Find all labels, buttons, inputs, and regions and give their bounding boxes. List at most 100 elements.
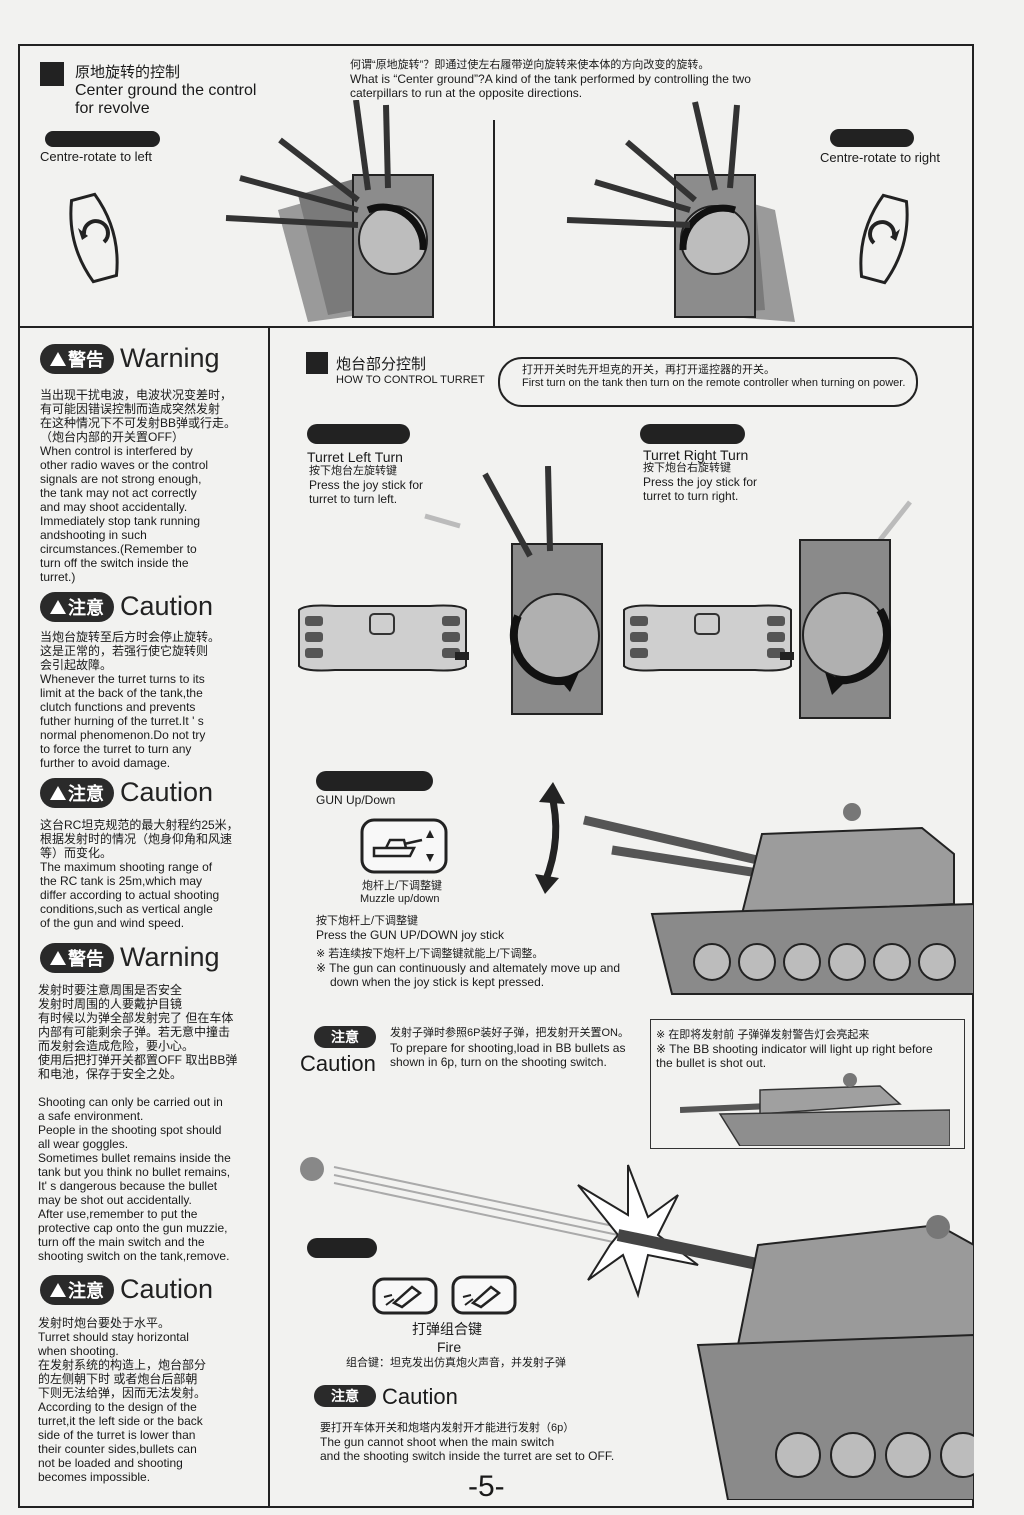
turret-left-title: Turret Left Turn — [307, 449, 403, 465]
center-heading-en-2: for revolve — [75, 100, 150, 117]
warning-2-text-en: Shooting can only be carried out in a sa… — [38, 1095, 231, 1263]
warning-2-text-zh: 发射时要注意周围是否安全 发射时周围的人要戴护目镜 有时候以为弹全部发射完了 但… — [38, 983, 238, 1081]
caution-word: Caution — [120, 777, 214, 807]
warning-word: Warning — [120, 942, 220, 972]
center-desc-zh: 何谓“原地旋转”？即通过使左右履带逆向旋转来使本体的方向改变的旋转。 — [350, 59, 710, 71]
power-note-zh: 打开开关时先开坦克的开关，再打开遥控器的开关。 — [522, 364, 775, 376]
caution-blob: 注意 — [40, 591, 114, 622]
caution-2-text: 这台RC坦克规范的最大射程约25米， 根据发射时的情况（炮身仰角和风速 等）而变… — [40, 818, 239, 930]
rotate-left-icon — [69, 192, 119, 284]
caution-badge-1: 注意 Caution — [40, 591, 213, 622]
label-pill-turret-right — [640, 424, 745, 444]
badge-zh: 注意 — [68, 1280, 104, 1301]
shoot-caution-zh: 注意 — [331, 1029, 359, 1045]
turret-right-title: Turret Right Turn — [643, 447, 749, 463]
caution-triangle-icon — [50, 1282, 66, 1297]
center-heading-en-1: Center ground the control — [75, 82, 257, 99]
divider-center — [493, 120, 495, 326]
tank-turret-left-illustration — [424, 466, 603, 715]
tank-indicator-illustration — [680, 1073, 950, 1146]
warning-triangle-icon — [50, 950, 66, 965]
caution-badge-3: 注意 Caution — [40, 1274, 213, 1305]
centre-rotate-left-label: Centre-rotate to left — [40, 149, 152, 164]
page-frame — [18, 44, 974, 1508]
shoot-zh: 发射子弹时参照6P装好子弹，把发射开关置ON。 — [390, 1027, 629, 1039]
fire-key-en: Fire — [437, 1339, 462, 1355]
center-desc-en-2: caterpillars to run at the opposite dire… — [350, 86, 583, 100]
warning-badge-2: 警告 Warning — [40, 942, 220, 973]
caution-blob: 注意 — [40, 1274, 114, 1305]
page-number: -5- — [468, 1470, 505, 1503]
gun-note-en-2: down when the joy stick is kept pressed. — [330, 975, 545, 989]
fire-button-left-icon — [372, 1277, 438, 1315]
turret-left-zh: 按下炮台左旋转键 — [309, 465, 397, 477]
shoot-caution-word: Caution — [300, 1051, 376, 1076]
gun-label: GUN Up/Down — [316, 793, 396, 807]
turret-left-en-1: Press the joy stick for — [309, 478, 424, 492]
warning-blob: 警告 — [40, 343, 114, 374]
gun-note-zh: ※ 若连续按下炮杆上/下调整键就能上/下调整。 — [316, 948, 544, 960]
warning-1-text: 当出现干扰电波，电波状况变差时， 有可能因错误控制而造成突然发射 在这种情况下不… — [40, 388, 237, 584]
label-pill-gun — [316, 771, 433, 791]
fire-caution-blob: 注意 — [314, 1385, 376, 1407]
section-square — [40, 62, 64, 86]
divider-top — [18, 326, 974, 328]
muzzle-button-icon — [360, 818, 448, 874]
gun-note-en-1: ※ The gun can continuously and altematel… — [316, 961, 621, 975]
fire-caution-word: Caution — [382, 1384, 458, 1409]
turret-right-zh: 按下炮台右旋转键 — [643, 462, 731, 474]
turret-right-en-2: turret to turn right. — [643, 489, 739, 503]
label-pill-right — [830, 129, 914, 147]
indicator-zh: ※ 在即将发射前 子弹弹发射警告灯会亮起来 — [656, 1029, 870, 1041]
turret-right-en-1: Press the joy stick for — [643, 475, 758, 489]
muzzle-zh: 炮杆上/下调整键 — [362, 880, 443, 892]
tank-side-gun-illustration — [582, 803, 974, 995]
divider-sidebar — [268, 326, 270, 1508]
label-pill-turret-left — [307, 424, 410, 444]
turret-left-en-2: turret to turn left. — [309, 492, 398, 506]
turret-heading-en: HOW TO CONTROL TURRET — [336, 374, 485, 386]
remote-controller-right — [623, 604, 794, 672]
indicator-en-1: ※ The BB shooting indicator will light u… — [656, 1042, 933, 1056]
power-note-en: First turn on the tank then turn on the … — [522, 377, 906, 389]
shoot-en-2: shown in 6p, turn on the shooting switch… — [390, 1055, 607, 1069]
caution-word: Caution — [120, 591, 214, 621]
center-heading-zh: 原地旋转的控制 — [75, 64, 181, 81]
caution-badge-2: 注意 Caution — [40, 777, 213, 808]
indicator-box — [650, 1019, 965, 1149]
fire-combo-zh: 组合键：坦克发出仿真炮火声音，并发射子弹 — [346, 1357, 566, 1369]
caution-triangle-icon — [50, 599, 66, 614]
warning-badge-1: 警告 Warning — [40, 343, 220, 374]
badge-zh: 注意 — [68, 783, 104, 804]
warning-blob: 警告 — [40, 942, 114, 973]
caution-word: Caution — [120, 1274, 214, 1304]
caution-1-text: 当炮台旋转至后方时会停止旋转。 这是正常的，若强行使它旋转则 会引起故障。 Wh… — [40, 630, 221, 770]
gun-press-zh: 按下炮杆上/下调整键 — [316, 915, 419, 927]
label-pill-left — [45, 131, 160, 147]
centre-rotate-right-label: Centre-rotate to right — [820, 150, 940, 165]
shoot-caution-blob: 注意 — [314, 1026, 376, 1048]
fire-note-en-2: and the shooting switch inside the turre… — [320, 1449, 615, 1463]
power-note-box — [498, 357, 918, 407]
caution-blob: 注意 — [40, 777, 114, 808]
turret-heading-zh: 炮台部分控制 — [336, 356, 427, 373]
caution-triangle-icon — [50, 785, 66, 800]
muzzle-en: Muzzle up/down — [360, 893, 440, 905]
warning-word: Warning — [120, 343, 220, 373]
tank-rotate-right-illustration — [566, 101, 795, 322]
section-square — [306, 352, 328, 374]
rotate-right-icon — [859, 193, 909, 285]
tank-turret-right-illustration — [799, 500, 912, 719]
center-desc-en-1: What is “Center ground”?A kind of the ta… — [350, 72, 751, 86]
remote-controller-left — [298, 604, 469, 672]
badge-zh: 注意 — [68, 597, 104, 618]
fire-note-en-1: The gun cannot shoot when the main switc… — [320, 1435, 555, 1449]
warning-triangle-icon — [50, 351, 66, 366]
up-down-arrow-icon — [535, 782, 565, 894]
caution-3-text: 发射时炮台要处于水平。 Turret should stay horizonta… — [38, 1316, 207, 1484]
indicator-en-2: the bullet is shot out. — [656, 1056, 767, 1070]
badge-zh: 警告 — [68, 349, 104, 370]
label-pill-fire — [307, 1238, 377, 1258]
badge-zh: 警告 — [68, 948, 104, 969]
fire-button-right-icon — [451, 1275, 517, 1315]
